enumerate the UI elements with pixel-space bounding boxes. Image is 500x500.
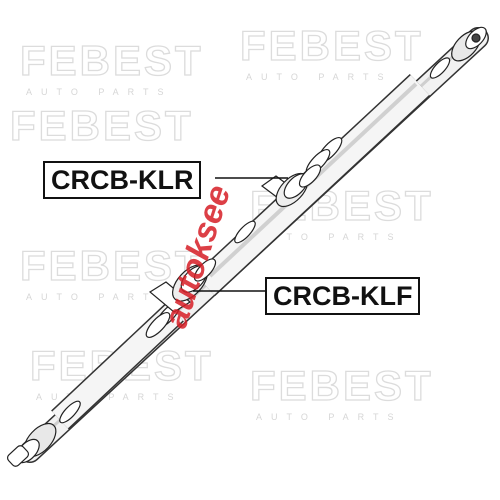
shaft-ring xyxy=(145,312,171,338)
watermark-brand: FEBEST xyxy=(20,242,204,289)
rear-flange xyxy=(451,26,487,62)
shaft-rings xyxy=(59,57,451,424)
watermark-brand: FEBEST xyxy=(250,362,434,409)
shaft-ring xyxy=(234,220,256,244)
watermark-sub: AUTO PARTS xyxy=(26,292,173,302)
shaft-tube-mid-fill xyxy=(195,75,430,295)
bearing-bracket xyxy=(148,281,192,313)
flange-hub xyxy=(471,33,481,43)
joint-stub xyxy=(6,445,30,467)
watermark-brand: FEBEST xyxy=(10,102,194,149)
shaft-ring xyxy=(59,400,81,424)
watermark-sub: AUTO PARTS xyxy=(246,72,393,82)
front-joint xyxy=(6,422,57,467)
callout-label-klr: CRCB-KLR xyxy=(43,161,202,199)
drive-shaft xyxy=(6,26,489,467)
watermark-sub: AUTO PARTS xyxy=(256,232,403,242)
callout-label-klf: CRCB-KLF xyxy=(265,277,421,315)
watermark-brand: FEBEST xyxy=(240,22,424,69)
watermark-brand: FEBEST xyxy=(20,37,204,84)
bearing-collar xyxy=(193,258,217,282)
callout-leaders xyxy=(193,177,288,292)
center-bearing-klr xyxy=(260,164,322,208)
watermark-sub: AUTO PARTS xyxy=(26,87,173,97)
watermark-sub: AUTO PARTS xyxy=(256,412,403,422)
shaft-ring xyxy=(429,57,451,79)
bearing-collar xyxy=(298,164,322,188)
